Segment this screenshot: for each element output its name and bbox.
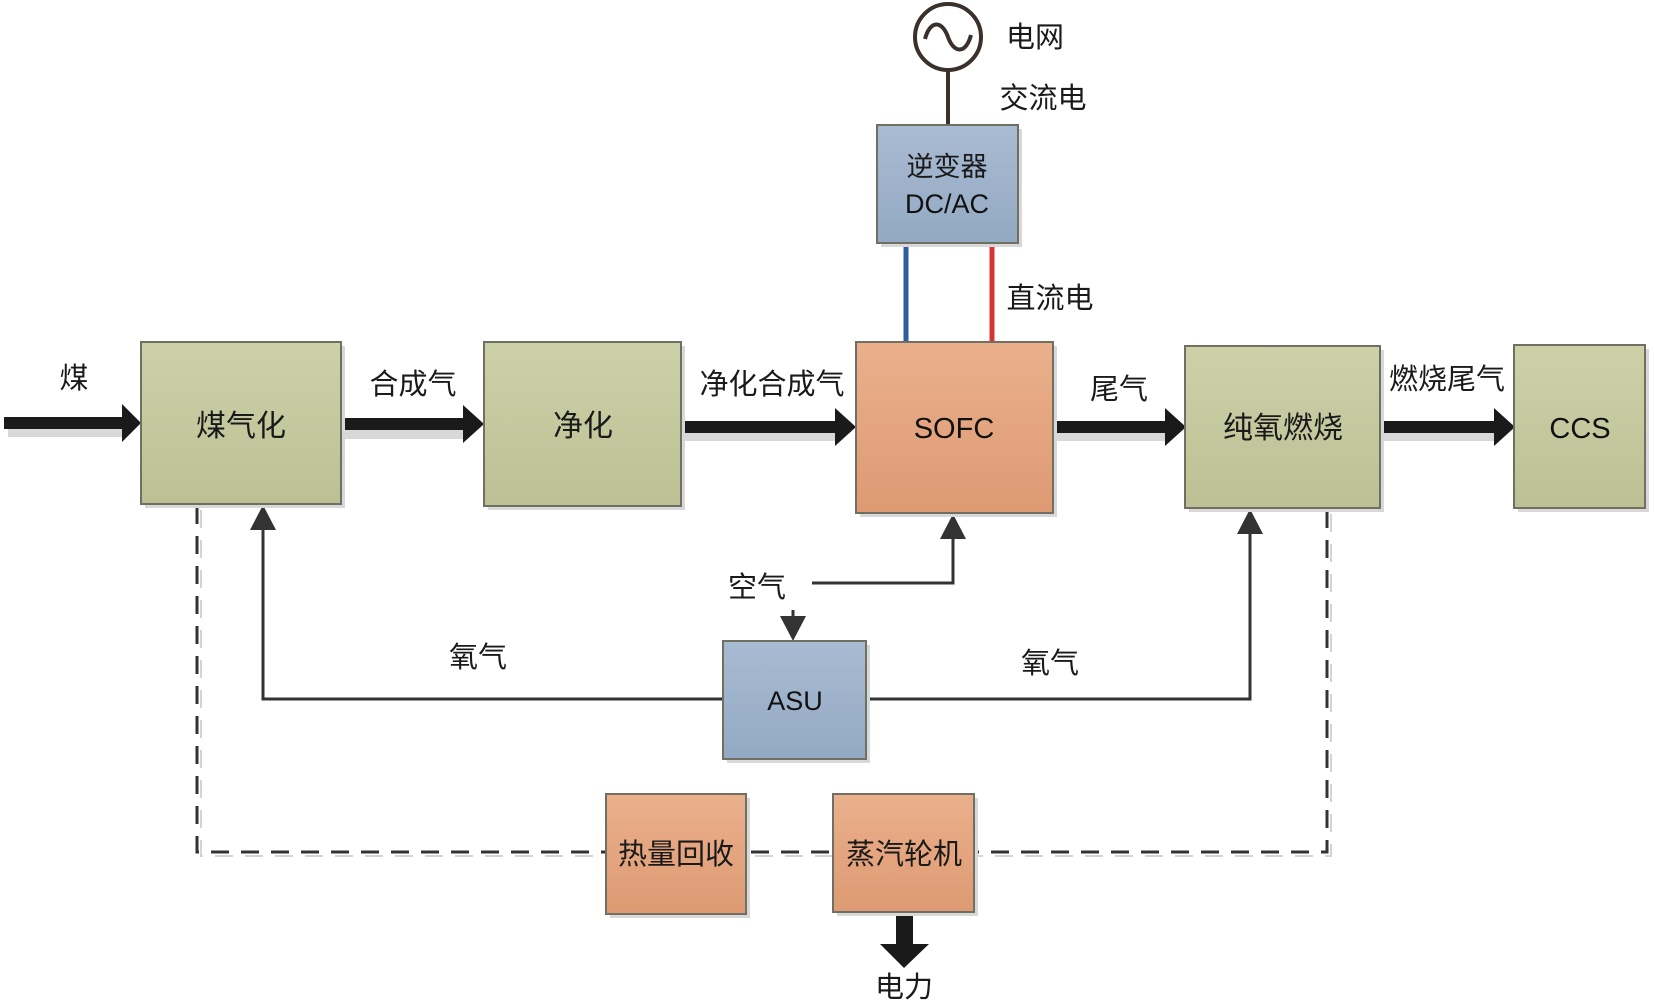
gasifier-label: 煤气化 xyxy=(196,409,286,444)
asu-label: ASU xyxy=(767,686,823,716)
arrow-tail-gas xyxy=(1053,408,1186,446)
oxygen-line-left xyxy=(250,505,723,701)
main-flow-arrows xyxy=(4,404,1515,968)
dc-label: 直流电 xyxy=(1006,281,1093,315)
purifier-box[interactable]: 净化 xyxy=(483,341,685,510)
oxy-combustion-box[interactable]: 纯氧燃烧 xyxy=(1184,345,1384,512)
asu-box[interactable]: ASU xyxy=(722,640,870,763)
air-label: 空气 xyxy=(728,570,786,604)
inverter-label-cn: 逆变器 xyxy=(907,152,988,183)
ccs-label: CCS xyxy=(1549,413,1610,445)
clean-syngas-label: 净化合成气 xyxy=(699,367,844,401)
oxy-combustion-label: 纯氧燃烧 xyxy=(1223,411,1343,446)
dashed-line-shadow xyxy=(200,510,1332,857)
syngas-label: 合成气 xyxy=(369,367,456,401)
oxygen-left-path xyxy=(261,522,723,701)
steam-turbine-box[interactable]: 蒸汽轮机 xyxy=(832,793,978,916)
heat-loop-dashed xyxy=(195,506,1332,857)
arrow-clean-syngas xyxy=(681,408,856,446)
inverter-box[interactable]: 逆变器 DC/AC xyxy=(876,124,1022,247)
dashed-heat-line xyxy=(195,506,1329,854)
arrowhead-up-icon xyxy=(1237,509,1263,534)
tail-gas-label: 尾气 xyxy=(1090,372,1148,406)
air-line-to-asu xyxy=(780,610,806,641)
air-line-to-sofc xyxy=(812,514,966,585)
arrow-flue-gas xyxy=(1380,408,1515,446)
grid-label: 电网 xyxy=(1006,20,1064,54)
arrow-syngas xyxy=(341,405,484,443)
flue-gas-label: 燃烧尾气 xyxy=(1389,362,1505,396)
gasifier-box[interactable]: 煤气化 xyxy=(140,341,345,508)
oxygen-right-label: 氧气 xyxy=(1021,646,1079,680)
arrow-power-out xyxy=(880,912,929,968)
ac-source-icon xyxy=(913,2,983,72)
oxygen-line-right xyxy=(866,509,1263,701)
oxygen-left-label: 氧气 xyxy=(449,640,507,674)
heat-recovery-label: 热量回收 xyxy=(618,837,734,871)
arrowhead-down-icon xyxy=(780,616,806,641)
arrowhead-up-icon xyxy=(940,514,966,539)
arrowhead-up-icon xyxy=(250,505,276,530)
steam-turbine-label: 蒸汽轮机 xyxy=(846,837,962,871)
oxygen-right-path xyxy=(866,526,1252,701)
ac-label: 交流电 xyxy=(999,81,1086,115)
power-label: 电力 xyxy=(875,970,933,1004)
coal-label: 煤 xyxy=(59,361,88,395)
heat-recovery-box[interactable]: 热量回收 xyxy=(605,793,750,918)
arrow-coal-in xyxy=(4,404,141,442)
ccs-box[interactable]: CCS xyxy=(1513,344,1649,512)
purifier-label: 净化 xyxy=(553,409,613,444)
inverter-label-en: DC/AC xyxy=(905,189,989,219)
sofc-label: SOFC xyxy=(914,413,995,445)
air-sofc-path xyxy=(812,530,955,585)
sofc-box[interactable]: SOFC xyxy=(855,341,1057,517)
